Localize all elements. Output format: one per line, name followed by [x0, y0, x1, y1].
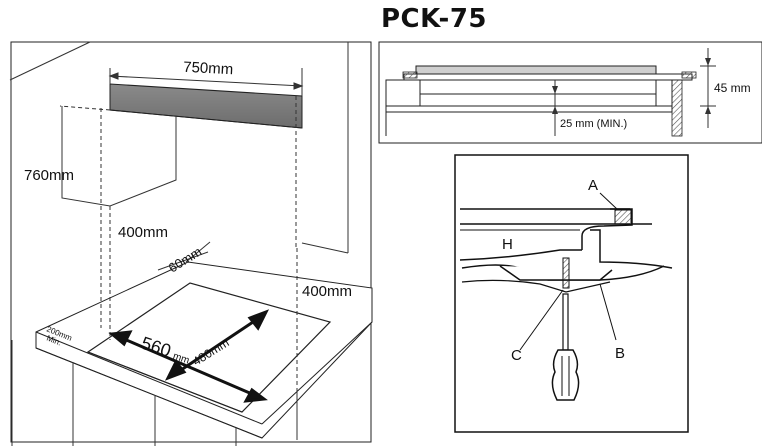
worktop — [11, 261, 373, 446]
label-h: H — [502, 236, 513, 253]
clearance-label: 400mm — [118, 224, 168, 241]
page-title: PCK-75 — [381, 4, 487, 34]
screw-c — [562, 257, 570, 289]
hob-plate — [415, 65, 657, 75]
screwdriver — [551, 293, 580, 401]
installation-diagram: 750mm 760mm 400mm 400mm 60mm 200mm Min. … — [9, 41, 373, 446]
detail-frame — [454, 154, 689, 433]
section-depth-label: 45 mm — [714, 81, 751, 95]
side-clearance-label: 400mm — [302, 283, 352, 300]
height-label: 760mm — [24, 167, 74, 184]
section-frame — [378, 41, 762, 144]
seal-a — [614, 209, 632, 225]
width-label: 750mm — [183, 59, 234, 79]
detail-diagram: A B C H — [454, 154, 689, 433]
section-gap-label: 25 mm (MIN.) — [560, 118, 627, 130]
shelf — [385, 105, 673, 113]
installation-frame — [10, 41, 372, 443]
cutout-arrows — [108, 309, 270, 403]
wall-cabinet — [59, 83, 303, 207]
label-c: C — [511, 347, 522, 364]
cutout-width-unit: mm — [171, 351, 190, 367]
wall-line — [9, 41, 91, 81]
cross-section-diagram: 45 mm 25 mm (MIN.) — [378, 41, 762, 144]
dimension-lines — [100, 68, 304, 440]
label-a: A — [588, 177, 598, 194]
label-b: B — [615, 345, 625, 362]
